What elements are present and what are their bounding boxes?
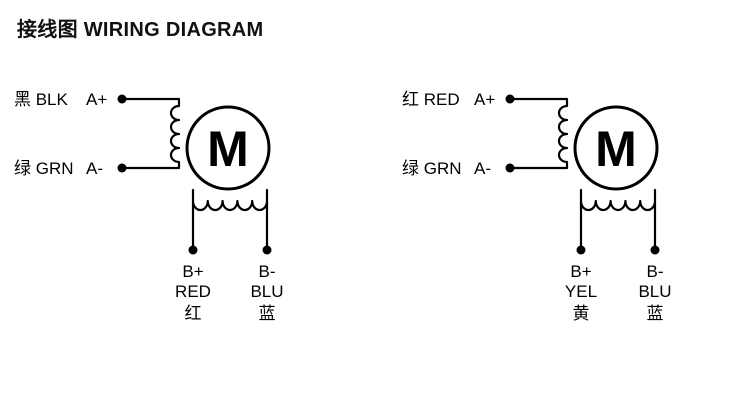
motor-circle xyxy=(185,105,271,191)
terminal-dot-a-plus xyxy=(505,94,515,104)
terminal-dot-b-plus xyxy=(188,245,198,255)
label-b-plus-color-en: YEL xyxy=(565,282,597,301)
terminal-dot-a-minus xyxy=(505,163,515,173)
label-b-minus-color-cn: 蓝 xyxy=(647,304,664,323)
terminal-dot-b-minus xyxy=(650,245,660,255)
label-b-plus-terminal: B+ xyxy=(570,262,591,281)
label-a-minus-color: 绿 GRN xyxy=(14,159,74,178)
phase-a-coil-wire xyxy=(508,97,569,170)
motor-label: M xyxy=(595,121,637,177)
label-a-plus-color: 红 RED xyxy=(402,90,460,109)
label-b-minus-color-en: BLU xyxy=(638,282,671,301)
terminal-dot-b-minus xyxy=(262,245,272,255)
label-a-minus-terminal: A- xyxy=(474,159,491,178)
terminal-dot-b-plus xyxy=(576,245,586,255)
label-a-plus-terminal: A+ xyxy=(474,90,495,109)
phase-b-coil-wire xyxy=(579,188,657,252)
label-b-plus-color-en: RED xyxy=(175,282,211,301)
label-b-minus-terminal: B- xyxy=(647,262,664,281)
motor-diagram-right: M 红 RED A+ 绿 GRN A- B+ YEL 黄 B- BLU 蓝 xyxy=(402,90,672,323)
phase-a-coil-wire xyxy=(120,97,181,170)
label-b-plus-color-cn: 黄 xyxy=(573,304,590,323)
page-title: 接线图 WIRING DIAGRAM xyxy=(17,19,264,41)
terminal-dot-a-plus xyxy=(117,94,127,104)
label-a-plus-terminal: A+ xyxy=(86,90,107,109)
label-b-plus-terminal: B+ xyxy=(182,262,203,281)
label-b-plus-color-cn: 红 xyxy=(185,304,202,323)
label-a-minus-color: 绿 GRN xyxy=(402,159,462,178)
label-a-minus-terminal: A- xyxy=(86,159,103,178)
label-a-plus-color: 黑 BLK xyxy=(14,90,69,109)
motor-diagram-left: M 黑 BLK A+ 绿 GRN A- B+ RED 红 B- BLU 蓝 xyxy=(14,90,284,323)
label-b-minus-color-cn: 蓝 xyxy=(259,304,276,323)
label-b-minus-color-en: BLU xyxy=(250,282,283,301)
terminal-dot-a-minus xyxy=(117,163,127,173)
motor-circle xyxy=(573,105,659,191)
phase-b-coil-wire xyxy=(191,188,269,252)
label-b-minus-terminal: B- xyxy=(259,262,276,281)
motor-label: M xyxy=(207,121,249,177)
